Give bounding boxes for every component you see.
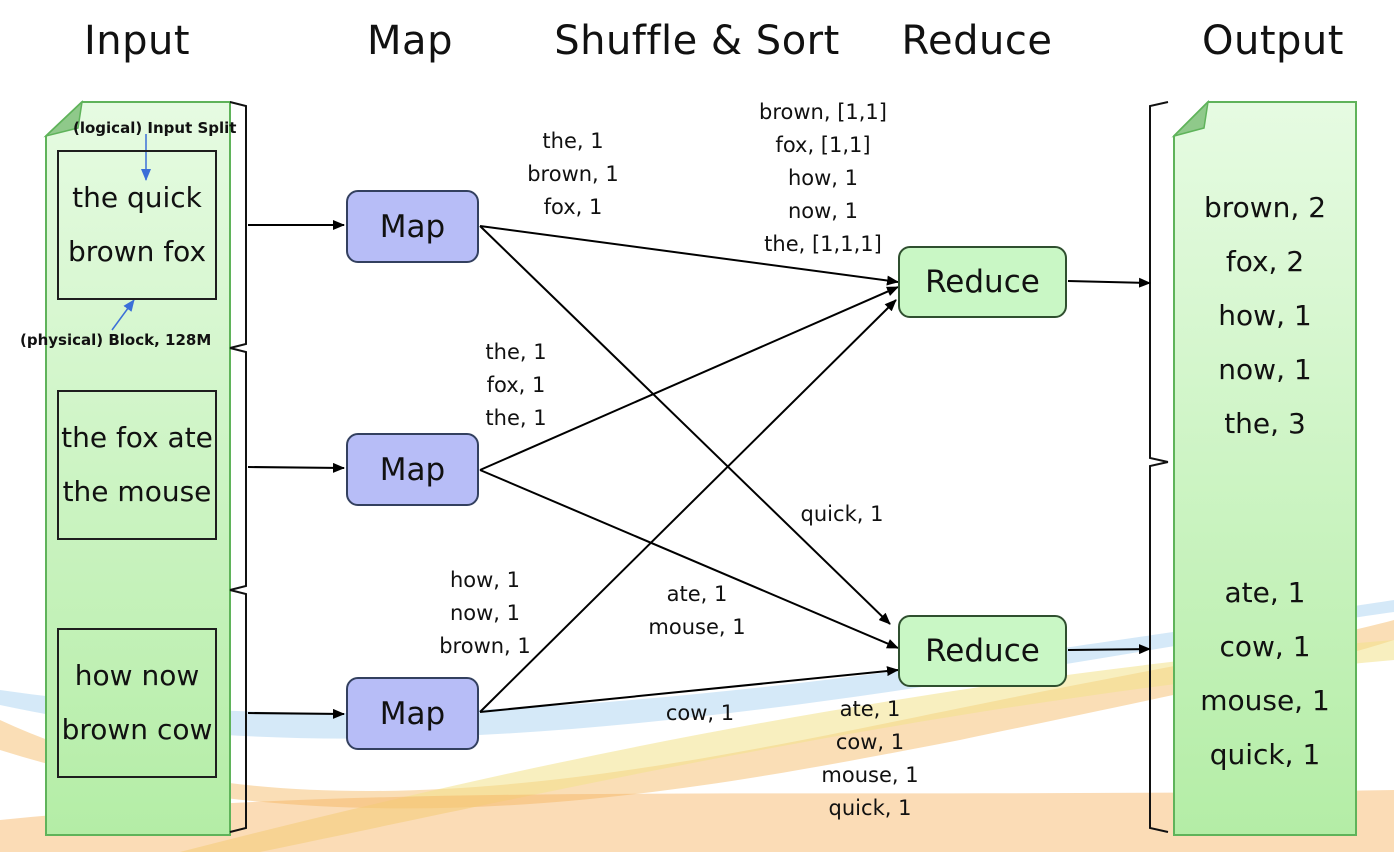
- annotation-physical-block: (physical) Block, 128M: [20, 331, 212, 349]
- reduce-1-input-pairs: brown, [1,1] fox, [1,1] how, 1 now, 1 th…: [759, 100, 887, 256]
- arrow-map2-reduce2: [479, 469, 899, 649]
- arrow-reduce1-output: [1067, 277, 1151, 288]
- input-split-1: the quick brown fox: [57, 150, 217, 300]
- swoosh-yellow: [180, 640, 1394, 852]
- edge-label-ate-mouse: ate, 1 mouse, 1: [648, 582, 746, 639]
- input-document-fold: [43, 99, 84, 138]
- input-bracket-2: [229, 347, 247, 591]
- reduce-node-2-label: Reduce: [925, 633, 1040, 669]
- arrow-split2-map2: [247, 462, 345, 473]
- input-split-3: how now brown cow: [57, 628, 217, 778]
- arrow-map2-reduce1: [479, 286, 899, 471]
- input-bracket-3: [229, 589, 247, 833]
- map-node-2: Map: [346, 433, 479, 506]
- edge-label-cow: cow, 1: [665, 701, 735, 725]
- header-input: Input: [83, 18, 191, 64]
- swoosh-orange: [0, 620, 1394, 809]
- output-part-1: brown, 2 fox, 2 how, 1 now, 1 the, 3: [1203, 191, 1327, 440]
- arrow-map3-reduce2: [479, 666, 899, 713]
- header-reduce: Reduce: [901, 18, 1053, 64]
- input-split-2-text: the fox ate the mouse: [61, 421, 213, 508]
- map-node-3-label: Map: [379, 695, 446, 732]
- input-split-1-text: the quick brown fox: [67, 181, 207, 268]
- input-bracket-1: [229, 101, 247, 349]
- input-split-2: the fox ate the mouse: [57, 390, 217, 540]
- annotation-logical-input-split: (logical) Input Split: [73, 119, 237, 137]
- arrow-split3-map3: [247, 708, 345, 719]
- input-split-3-text: how now brown cow: [61, 659, 213, 746]
- map-node-1: Map: [346, 190, 479, 263]
- output-document-fold: [1171, 99, 1210, 138]
- swoosh-orange-bottom: [0, 790, 1394, 852]
- map-2-output-pairs: the, 1 fox, 1 the, 1: [485, 340, 547, 430]
- arrow-map1-reduce2: [479, 225, 891, 625]
- reduce-node-1-label: Reduce: [925, 264, 1040, 300]
- map-1-output-pairs: the, 1 brown, 1 fox, 1: [527, 129, 619, 219]
- edge-label-quick: quick, 1: [800, 502, 884, 526]
- header-map: Map: [367, 18, 453, 64]
- header-output: Output: [1202, 18, 1344, 64]
- reduce-node-1: Reduce: [898, 246, 1067, 318]
- reduce-2-input-pairs: ate, 1 cow, 1 mouse, 1 quick, 1: [821, 697, 919, 820]
- map-node-1-label: Map: [379, 208, 446, 245]
- map-node-2-label: Map: [379, 451, 446, 488]
- output-part-2: ate, 1 cow, 1 mouse, 1 quick, 1: [1200, 576, 1330, 771]
- map-3-output-pairs: how, 1 now, 1 brown, 1: [439, 568, 531, 658]
- map-node-3: Map: [346, 677, 479, 750]
- pointer-physical: [111, 299, 135, 331]
- header-shuffle-sort: Shuffle & Sort: [554, 18, 840, 64]
- arrow-map3-reduce1: [479, 299, 897, 713]
- arrow-map1-reduce1: [479, 225, 899, 286]
- reduce-node-2: Reduce: [898, 615, 1067, 687]
- arrow-reduce2-output: [1067, 644, 1151, 655]
